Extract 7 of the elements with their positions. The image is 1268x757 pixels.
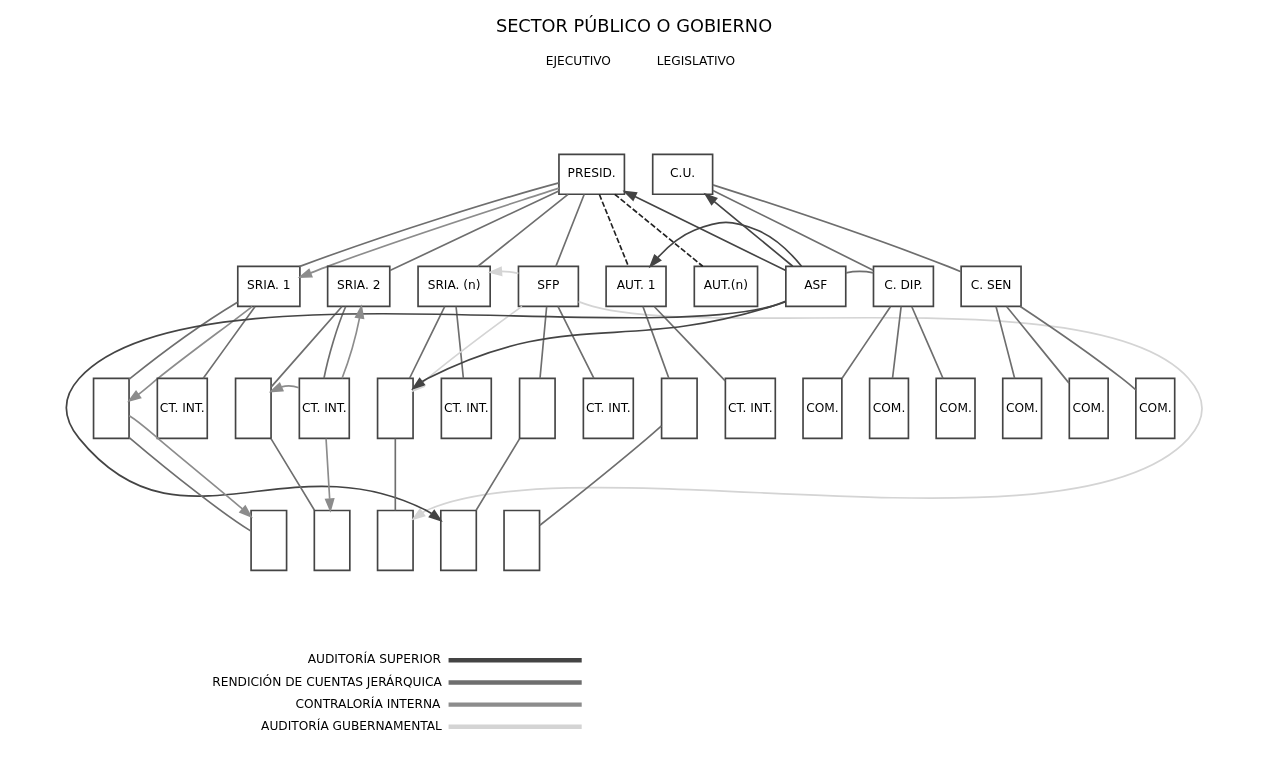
diagram-title: SECTOR PÚBLICO O GOBIERNO (495, 15, 773, 36)
legend-label: AUDITORÍA SUPERIOR (307, 651, 442, 666)
legend-label: RENDICIÓN DE CUENTAS JERÁRQUICA (212, 674, 442, 689)
label: EJECUTIVO (545, 53, 611, 68)
legend-label: AUDITORÍA GUBERNAMENTAL (261, 718, 442, 733)
label: LEGISLATIVO (656, 53, 736, 68)
legend-label: CONTRALORÍA INTERNA (295, 696, 441, 711)
